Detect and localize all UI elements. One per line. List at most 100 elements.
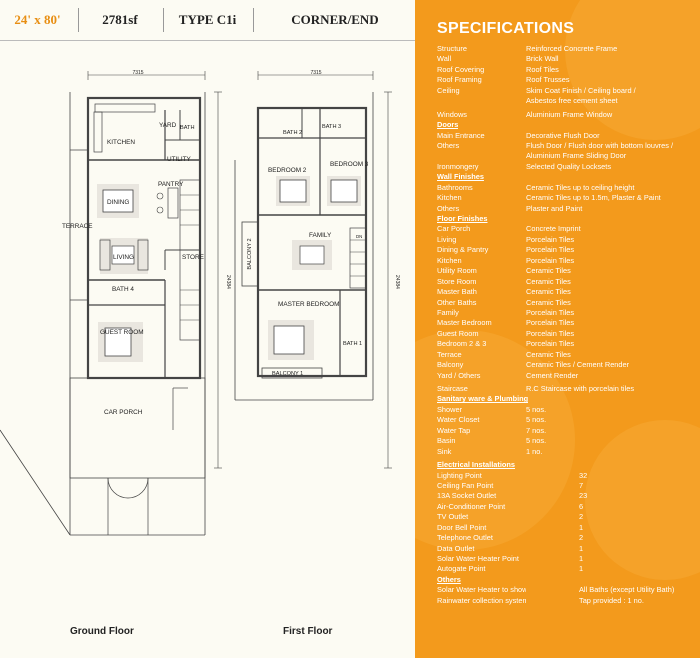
- room-label-terrace: TERRACE: [62, 223, 93, 230]
- spec-value: 2: [579, 512, 584, 522]
- room-label-balcony1: BALCONY 1: [272, 371, 303, 377]
- spec-row: Sink 1 no.: [437, 447, 700, 457]
- floor-plan-panel: 24' x 80' 2781sf TYPE C1i CORNER/END: [0, 8, 415, 637]
- spec-value: 5 nos.: [526, 436, 547, 446]
- spec-key: Autogate Point: [437, 564, 486, 574]
- spec-key: Bathrooms: [437, 182, 473, 192]
- spec-key: Dining & Pantry: [437, 245, 489, 255]
- built-up-area: 2781sf: [102, 12, 138, 27]
- unit-position: CORNER/END: [291, 12, 379, 27]
- spec-value: 32: [579, 470, 588, 480]
- spec-value: Roof Trusses: [526, 75, 570, 85]
- spec-key: Ceiling: [437, 85, 460, 95]
- room-label-master-bedroom: MASTER BEDROOM: [278, 301, 339, 308]
- spec-row: Staircase R.C Staircase with porcelain ti…: [437, 384, 700, 394]
- spec-value: Asbestos free cement sheet: [526, 96, 618, 106]
- spec-section-heading: Electrical Installations: [437, 460, 700, 470]
- spec-value: Porcelain Tiles: [526, 234, 575, 244]
- spec-row: Roof Framing Roof Trusses: [437, 75, 700, 85]
- room-label-bedroom2: BEDROOM 2: [268, 167, 307, 174]
- ff-width-dimension: 7315: [310, 70, 321, 76]
- spec-section-title: Others: [437, 574, 461, 584]
- spec-value: 6: [579, 501, 584, 511]
- spec-value: Ceramic Tiles: [526, 287, 571, 297]
- spec-value: Ceramic Tiles: [526, 266, 571, 276]
- spec-key: Solar Water Heater Point: [437, 554, 519, 563]
- spec-value: Ceramic Tiles: [526, 297, 571, 307]
- spec-key: Air-Conditioner Point: [437, 501, 506, 511]
- spec-value: Cement Render: [526, 370, 579, 380]
- spec-key: Others: [437, 140, 460, 150]
- gf-depth-dimension: 24384: [225, 275, 231, 289]
- spec-row: Autogate Point 1: [437, 564, 700, 574]
- header-divider: [78, 8, 79, 32]
- room-label-car-porch: CAR PORCH: [104, 409, 143, 416]
- spec-value: Selected Quality Locksets: [526, 161, 612, 171]
- spec-value: Porcelain Tiles: [526, 307, 575, 317]
- spec-row: Telephone Outlet 2: [437, 533, 700, 543]
- spec-key: Roof Framing: [437, 75, 482, 85]
- spec-section-title: Electrical Installations: [437, 460, 516, 470]
- spec-key: Staircase: [437, 384, 468, 393]
- spec-value: 1: [579, 564, 584, 574]
- spec-value: Roof Tiles: [526, 64, 559, 74]
- spec-row: Store Room Ceramic Tiles: [437, 277, 700, 287]
- spec-value: 1: [579, 543, 584, 553]
- spec-section-heading: Floor Finishes: [437, 214, 700, 224]
- spec-key: Telephone Outlet: [437, 533, 493, 543]
- spec-key: [437, 151, 526, 161]
- spec-key: Data Outlet: [437, 543, 475, 553]
- spec-value: Ceramic Tiles: [526, 349, 571, 359]
- spec-key: Main Entrance: [437, 130, 485, 140]
- spec-key: Other Baths: [437, 297, 477, 307]
- spec-row: Air-Conditioner Point 6: [437, 502, 700, 512]
- spec-value: Tap provided : 1 no.: [579, 595, 644, 605]
- room-label-bath4: BATH 4: [112, 286, 134, 293]
- spec-key: TV Outlet: [437, 512, 469, 522]
- spec-value: 1 no.: [526, 446, 543, 456]
- spec-row: TV Outlet 2: [437, 512, 700, 522]
- spec-value: 1: [579, 554, 584, 563]
- spec-row: Aluminium Frame Sliding Door: [437, 151, 700, 161]
- spec-value: 2: [579, 533, 584, 543]
- spec-key: Others: [437, 203, 460, 213]
- spec-value: 1: [579, 522, 584, 532]
- room-label-bath3: BATH 3: [322, 124, 341, 130]
- room-label-guest-room: GUEST ROOM: [100, 329, 144, 336]
- spec-key: Store Room: [437, 276, 477, 286]
- room-label-pantry: PANTRY: [158, 181, 184, 188]
- spec-value: Porcelain Tiles: [526, 328, 575, 338]
- spec-value: Ceramic Tiles: [526, 276, 571, 286]
- spec-section-heading: Wall Finishes: [437, 172, 700, 182]
- spec-value: Ceramic Tiles up to ceiling height: [526, 182, 635, 192]
- ground-floor-label: Ground Floor: [70, 626, 134, 637]
- spec-key: Wall: [437, 54, 452, 64]
- spec-key: Sink: [437, 446, 452, 456]
- spec-key: Water Closet: [437, 415, 480, 425]
- spec-value: 7 nos.: [526, 425, 547, 435]
- room-label-bath1: BATH 1: [343, 341, 362, 347]
- spec-value: Skim Coat Finish / Ceiling board /: [526, 85, 636, 95]
- spec-value: 23: [579, 491, 588, 501]
- room-label-family: FAMILY: [309, 232, 332, 239]
- spec-row: Asbestos free cement sheet: [437, 96, 700, 106]
- spec-value: R.C Staircase with porcelain tiles: [526, 384, 635, 393]
- room-label-living: LIVING: [113, 254, 134, 261]
- spec-key: Ceiling Fan Point: [437, 480, 494, 490]
- spec-value: Concrete Imprint: [526, 224, 581, 234]
